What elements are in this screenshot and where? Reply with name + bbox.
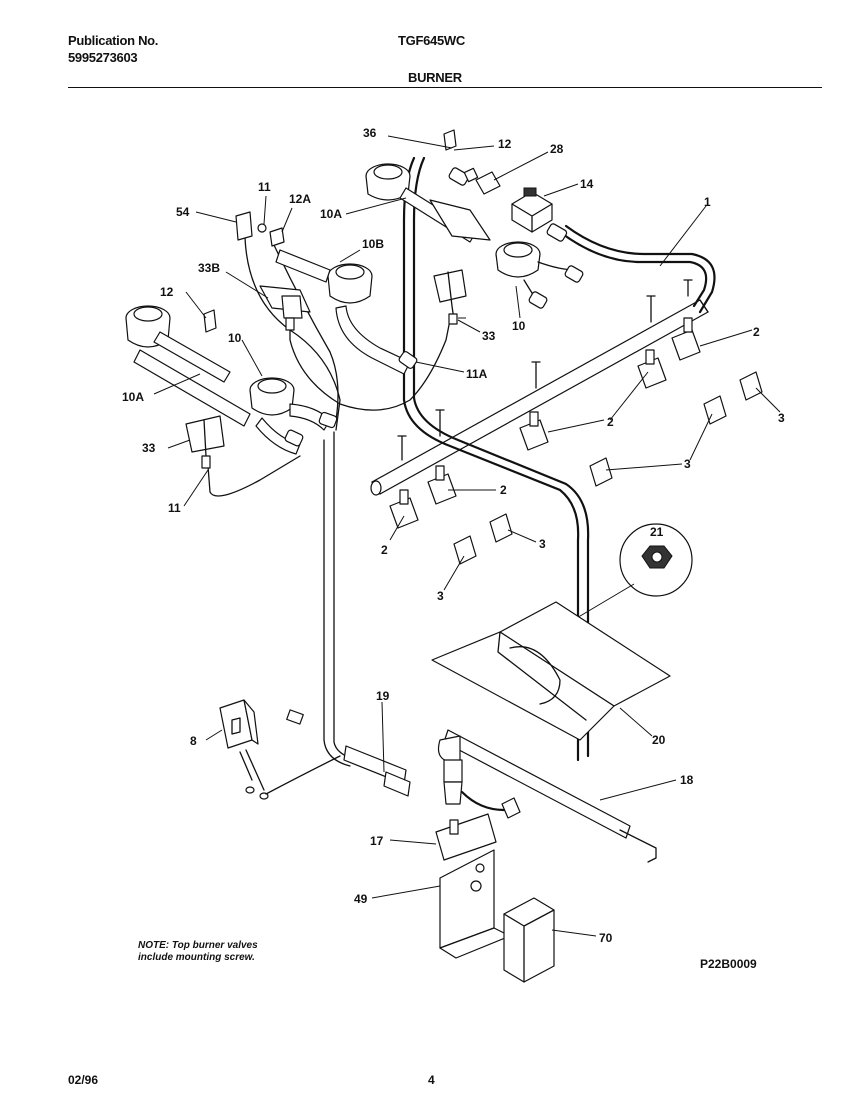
callout-3-b: 3 <box>684 457 691 471</box>
valve-5 <box>389 489 419 529</box>
callout-8: 8 <box>190 734 197 748</box>
callout-54: 54 <box>176 205 190 219</box>
union-fitting <box>463 167 501 195</box>
top-burner-rear-right <box>495 241 577 305</box>
callout-11-left: 11 <box>168 501 181 515</box>
callout-10B: 10B <box>362 237 384 251</box>
spark-module-8 <box>219 699 341 800</box>
callout-19: 19 <box>376 689 390 703</box>
bracket-12-left <box>203 309 217 333</box>
section-title: BURNER <box>408 70 462 85</box>
callout-2-a: 2 <box>753 325 760 339</box>
callout-10-left: 10 <box>228 331 242 345</box>
callout-28: 28 <box>550 142 564 156</box>
publication-label: Publication No. <box>68 33 159 48</box>
publication-number: 5995273603 <box>68 50 138 65</box>
callout-labels: 36 12 28 14 1 11 12A 54 10A 10B 33B 12 3… <box>122 126 785 945</box>
oven-burner-baffle <box>431 601 671 741</box>
callout-3-d: 3 <box>437 589 444 603</box>
callout-1: 1 <box>704 195 711 209</box>
callout-10-right: 10 <box>512 319 526 333</box>
callout-70: 70 <box>599 931 613 945</box>
diagram-note: NOTE: Top burner valves include mounting… <box>138 940 258 964</box>
footer-page-number: 4 <box>428 1073 435 1087</box>
oven-orifice-assembly <box>443 759 521 819</box>
mounting-bracket-49 <box>439 849 511 959</box>
callout-17: 17 <box>370 834 384 848</box>
oven-igniter-box-70 <box>503 897 555 983</box>
oven-valve-17 <box>435 813 497 861</box>
callout-12A: 12A <box>289 192 311 206</box>
leader-lines <box>153 135 781 937</box>
callout-20: 20 <box>652 733 666 747</box>
callout-2-c: 2 <box>500 483 507 497</box>
top-burner-front-right <box>249 377 331 455</box>
callout-3-a: 3 <box>778 411 785 425</box>
top-burner-center <box>275 249 411 375</box>
callout-10A-top: 10A <box>320 207 342 221</box>
bracket-54 <box>235 211 253 241</box>
callout-14: 14 <box>580 177 594 191</box>
manifold-screws <box>397 279 693 461</box>
header-rule <box>68 87 822 88</box>
oven-burner-tube <box>437 729 657 863</box>
callout-33-left: 33 <box>142 441 156 455</box>
callout-49: 49 <box>354 892 368 906</box>
callout-2-d: 2 <box>381 543 388 557</box>
valve-1 <box>671 317 701 361</box>
callout-10A-left: 10A <box>122 390 144 404</box>
top-bracket <box>443 129 457 151</box>
manifold-bar <box>370 299 709 496</box>
valve-4 <box>427 465 457 505</box>
callout-36: 36 <box>363 126 377 140</box>
callout-2-b: 2 <box>607 415 614 429</box>
note-line-2: include mounting screw. <box>138 952 255 963</box>
pilot-bracket-33-left <box>185 415 225 469</box>
callout-18: 18 <box>680 773 694 787</box>
top-burner-front-left <box>125 305 251 427</box>
top-burner-rear-left <box>365 163 491 243</box>
figure-code: P22B0009 <box>700 957 757 971</box>
pilot-bracket-33-right <box>433 269 467 325</box>
valve-2 <box>637 349 667 389</box>
nut-detail-21 <box>569 523 693 623</box>
callout-3-c: 3 <box>539 537 546 551</box>
callout-12-left: 12 <box>160 285 174 299</box>
note-line-1: NOTE: Top burner valves <box>138 940 258 951</box>
callout-12-top: 12 <box>498 137 512 151</box>
valve-3 <box>519 411 549 451</box>
callout-11A: 11A <box>466 367 488 381</box>
callout-11-top: 11 <box>258 180 271 194</box>
tube-fittings <box>284 167 584 447</box>
model-number: TGF645WC <box>398 33 465 48</box>
pressure-regulator <box>511 187 553 233</box>
valve-bezels <box>453 371 763 565</box>
callout-33B: 33B <box>198 261 220 275</box>
pilot-bracket-33b <box>259 285 311 331</box>
callout-21: 21 <box>650 525 664 539</box>
oven-igniter-19 <box>286 709 411 797</box>
footer-date: 02/96 <box>68 1073 99 1087</box>
callout-33-right: 33 <box>482 329 496 343</box>
bracket-12a <box>257 223 285 247</box>
